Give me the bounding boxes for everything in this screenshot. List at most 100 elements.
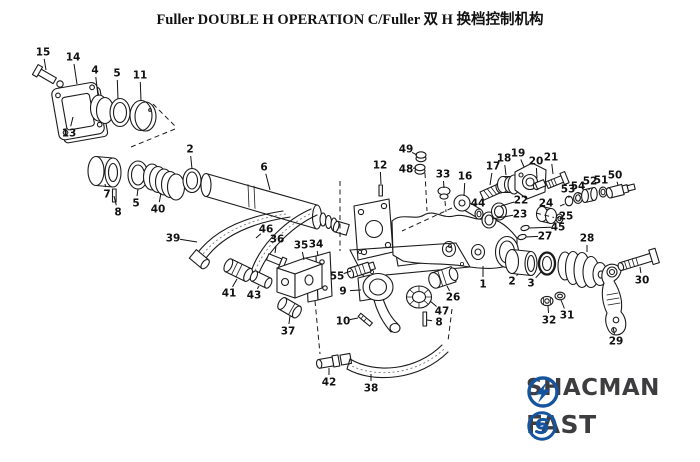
part-number-6: 6 [260, 162, 267, 174]
part-number-27: 27 [538, 231, 553, 243]
leader-line-12 [379, 171, 382, 185]
elbow-fitting-16 [453, 194, 482, 218]
ring-22 [490, 202, 508, 221]
part-number-44: 44 [471, 198, 486, 210]
leader-line-43 [256, 285, 260, 290]
leader-line-34 [316, 250, 319, 257]
part-number-25: 25 [559, 211, 574, 223]
seal-stack-40 [142, 163, 186, 201]
leader-line-36 [274, 245, 277, 254]
leader-line-46 [255, 233, 262, 239]
leader-line-33 [443, 180, 445, 189]
shift-rail-shaft-6 [200, 172, 350, 236]
part-number-4: 4 [91, 65, 98, 77]
washer-31 [554, 291, 566, 301]
leader-line-2 [516, 273, 519, 277]
part-number-39: 39 [166, 233, 181, 245]
sleeve-24 [535, 205, 558, 225]
leader-line-13 [70, 116, 74, 127]
part-number-24: 24 [539, 198, 554, 210]
page-title: Fuller DOUBLE H OPERATION C/Fuller 双 H 换… [156, 12, 544, 28]
fitting-50 [605, 183, 636, 199]
leader-line-55 [343, 270, 352, 275]
fitting-55 [346, 261, 376, 279]
seal-ring-3 [537, 251, 557, 276]
nut-48 [414, 163, 426, 175]
leader-line-35 [301, 251, 305, 261]
part-number-2: 2 [508, 276, 515, 288]
leader-line-47 [429, 300, 437, 307]
part-number-16: 16 [458, 171, 473, 183]
ring-54 [573, 192, 583, 204]
part-number-19: 19 [511, 148, 526, 160]
nut-49 [415, 151, 427, 163]
part-number-7: 7 [103, 189, 110, 201]
part-number-54: 54 [571, 181, 586, 193]
air-hose-46 [251, 208, 318, 274]
ring-2a [182, 167, 202, 194]
part-number-51: 51 [594, 175, 609, 187]
leader-line-39 [179, 238, 198, 243]
construction-lines [130, 103, 567, 355]
boot-4 [89, 94, 115, 125]
leader-line-16 [463, 182, 466, 197]
part-number-9: 9 [339, 286, 346, 298]
part-number-49: 49 [399, 144, 414, 156]
hose-fitting-42 [315, 352, 353, 369]
ring-51 [598, 186, 608, 198]
part-number-22: 22 [514, 195, 529, 207]
leader-line-15 [43, 58, 47, 71]
part-number-5: 5 [132, 198, 139, 210]
leader-line-5 [116, 79, 119, 100]
part-number-53: 53 [561, 184, 576, 196]
leader-line-20 [535, 167, 538, 179]
part-number-11: 11 [133, 70, 148, 82]
part-number-15: 15 [36, 47, 51, 59]
cap-7 [87, 155, 122, 188]
leader-line-8 [426, 319, 433, 322]
bolt-20 [532, 179, 547, 191]
plug-26 [428, 266, 459, 289]
roll-pin-10 [357, 312, 373, 327]
leader-line-31 [560, 299, 565, 309]
part-number-1: 1 [479, 279, 486, 291]
leader-line-10 [349, 317, 359, 321]
part-number-35: 35 [294, 240, 309, 252]
part-number-36: 36 [270, 234, 285, 246]
ring-11 [129, 99, 157, 132]
leader-line-5 [136, 188, 139, 197]
bolt-21 [545, 171, 570, 190]
pin-8b [422, 311, 428, 327]
leader-line-7 [104, 183, 107, 188]
part-number-21: 21 [544, 152, 559, 164]
part-number-5: 5 [113, 68, 120, 80]
part-number-41: 41 [222, 288, 237, 300]
part-number-23: 23 [513, 209, 528, 221]
leader-line-32 [547, 305, 549, 314]
leader-line-37 [288, 315, 291, 325]
part-number-45: 45 [551, 222, 566, 234]
lever-arm-29 [601, 263, 627, 336]
part-number-43: 43 [247, 290, 262, 302]
pin-8a [111, 188, 117, 203]
part-number-2: 2 [186, 144, 193, 156]
part-number-28: 28 [580, 233, 595, 245]
control-valve-block-34-35 [276, 251, 333, 303]
roll-pin-12 [378, 184, 383, 197]
part-number-46: 46 [259, 224, 274, 236]
hose-fitting-41 [223, 258, 254, 282]
part-number-48: 48 [399, 164, 414, 176]
part-number-26: 26 [446, 292, 461, 304]
part-number-29: 29 [609, 336, 624, 348]
leader-line-3 [535, 271, 542, 279]
part-number-8: 8 [114, 207, 121, 219]
air-hose-39 [188, 210, 291, 270]
leader-line-11 [139, 81, 142, 102]
clip-27 [517, 233, 527, 241]
part-number-42: 42 [322, 377, 337, 389]
leader-line-25 [555, 216, 560, 219]
grommet-33 [437, 186, 451, 200]
hose-fitting-43 [249, 270, 273, 289]
